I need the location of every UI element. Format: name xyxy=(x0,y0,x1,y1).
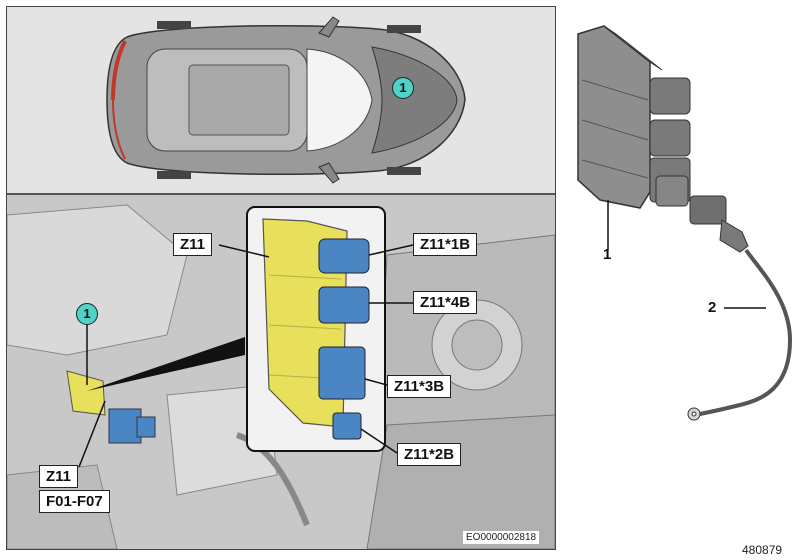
label-z11-1b: Z11*1B xyxy=(413,233,478,256)
label-z11-main: Z11 xyxy=(173,233,213,256)
part-number-1: 1 xyxy=(603,246,612,263)
callout-1-detail: 1 xyxy=(76,303,98,325)
label-z11-2b: Z11*2B xyxy=(397,443,462,466)
callout-1-top: 1 xyxy=(392,77,414,99)
label-fuses: F01-F07 xyxy=(39,490,110,513)
reference-code: EO0000002818 xyxy=(463,531,540,544)
label-z11-3b: Z11*3B xyxy=(387,375,452,398)
diagram-frame: 1 xyxy=(6,6,556,550)
vehicle-top-view-panel: 1 xyxy=(7,7,555,195)
part-number-2: 2 xyxy=(708,299,717,316)
vehicle-top-view xyxy=(106,16,466,184)
engine-bay-panel: Z11 Z11*1B Z11*4B Z11*3B Z11*2B 1 Z11 F0… xyxy=(7,195,555,549)
label-z11-4b: Z11*4B xyxy=(413,291,478,314)
diagram-number: 480879 xyxy=(742,543,783,557)
label-z11-bay: Z11 xyxy=(39,465,79,488)
